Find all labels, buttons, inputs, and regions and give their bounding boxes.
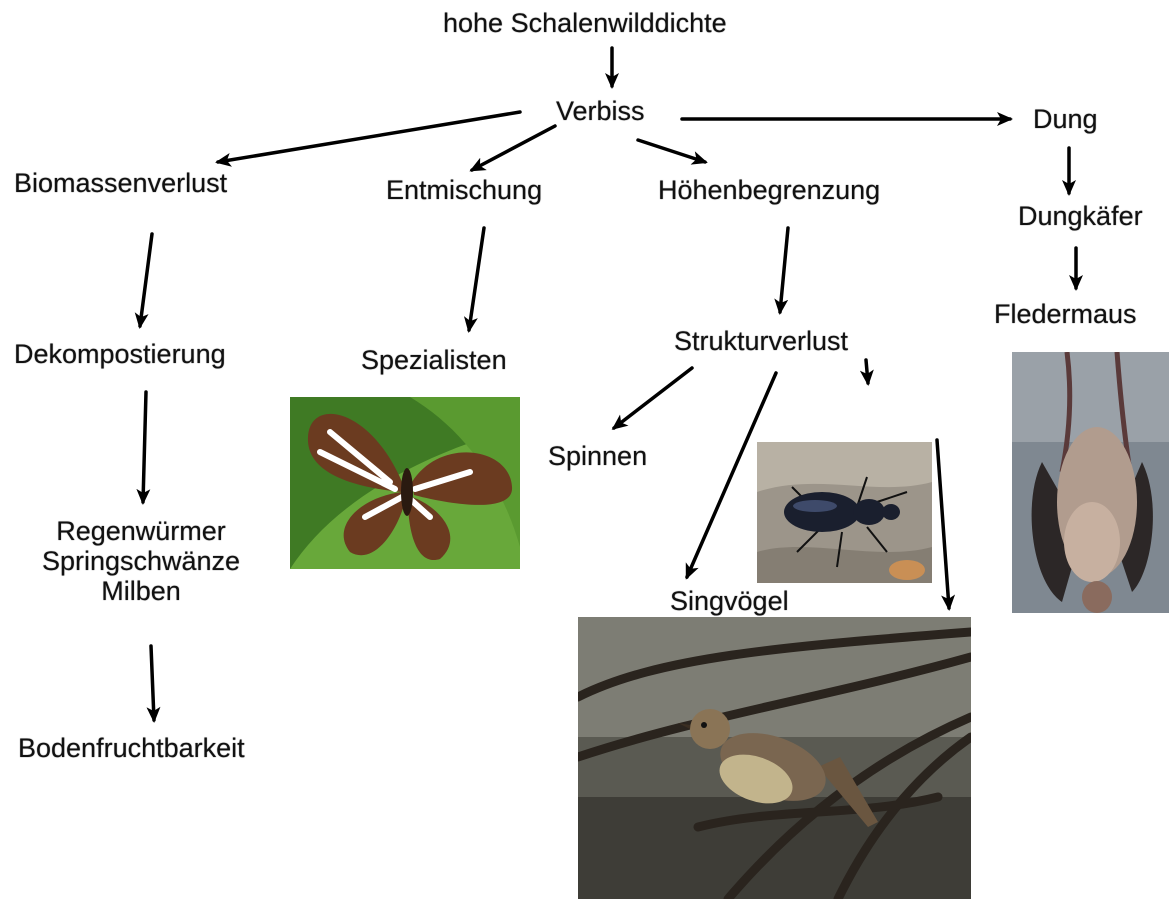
node-hohe-schalenwilddichte: hohe Schalenwilddichte bbox=[443, 8, 727, 38]
node-milben: Milben bbox=[16, 576, 266, 606]
arrow-entmischung-to-spezialisten bbox=[469, 228, 484, 330]
node-spinnen: Spinnen bbox=[548, 441, 647, 471]
arrow-verbiss-to-biomassenverlust bbox=[218, 112, 520, 162]
arrow-right-down bbox=[937, 440, 949, 608]
arrow-strukturverlust-to-spinnen bbox=[614, 368, 692, 428]
node-dungkaefer: Dungkäfer bbox=[1018, 201, 1143, 231]
arrow-biomassenverlust-to-dekompostierung bbox=[140, 234, 152, 326]
songbird-photo bbox=[578, 617, 971, 899]
node-spezialisten: Spezialisten bbox=[361, 345, 507, 375]
node-regenwuermer: Regenwürmer bbox=[16, 516, 266, 546]
node-dekompostierung: Dekompostierung bbox=[14, 339, 226, 369]
songbird-icon bbox=[578, 617, 971, 899]
beetle-icon bbox=[757, 442, 932, 583]
arrow-dekompostierung-to-organismen bbox=[143, 392, 146, 502]
arrow-hoehenbegrenzung-to-strukturverlust bbox=[780, 228, 788, 312]
node-fledermaus: Fledermaus bbox=[994, 299, 1137, 329]
node-strukturverlust: Strukturverlust bbox=[674, 326, 848, 356]
node-bodenorganismen: Regenwürmer Springschwänze Milben bbox=[16, 516, 266, 606]
node-hoehenbegrenzung: Höhenbegrenzung bbox=[658, 175, 880, 205]
bat-photo bbox=[1012, 352, 1169, 613]
node-dung: Dung bbox=[1033, 104, 1098, 134]
arrow-organismen-to-bodenfruchtbarkeit bbox=[151, 646, 154, 720]
butterfly-photo bbox=[290, 397, 520, 569]
node-entmischung: Entmischung bbox=[386, 175, 542, 205]
node-singvoegel: Singvögel bbox=[670, 586, 789, 616]
bat-icon bbox=[1012, 352, 1169, 613]
beetle-photo bbox=[757, 442, 932, 583]
node-biomassenverlust: Biomassenverlust bbox=[14, 168, 227, 198]
butterfly-icon bbox=[290, 397, 520, 569]
node-verbiss: Verbiss bbox=[556, 96, 645, 126]
node-bodenfruchtbarkeit: Bodenfruchtbarkeit bbox=[18, 733, 245, 763]
arrow-verbiss-to-hoehenbegrenzung bbox=[638, 140, 705, 162]
node-springschwaenze: Springschwänze bbox=[16, 546, 266, 576]
arrow-strukturverlust-to-beetle bbox=[866, 360, 868, 383]
arrow-verbiss-to-entmischung bbox=[472, 126, 555, 170]
